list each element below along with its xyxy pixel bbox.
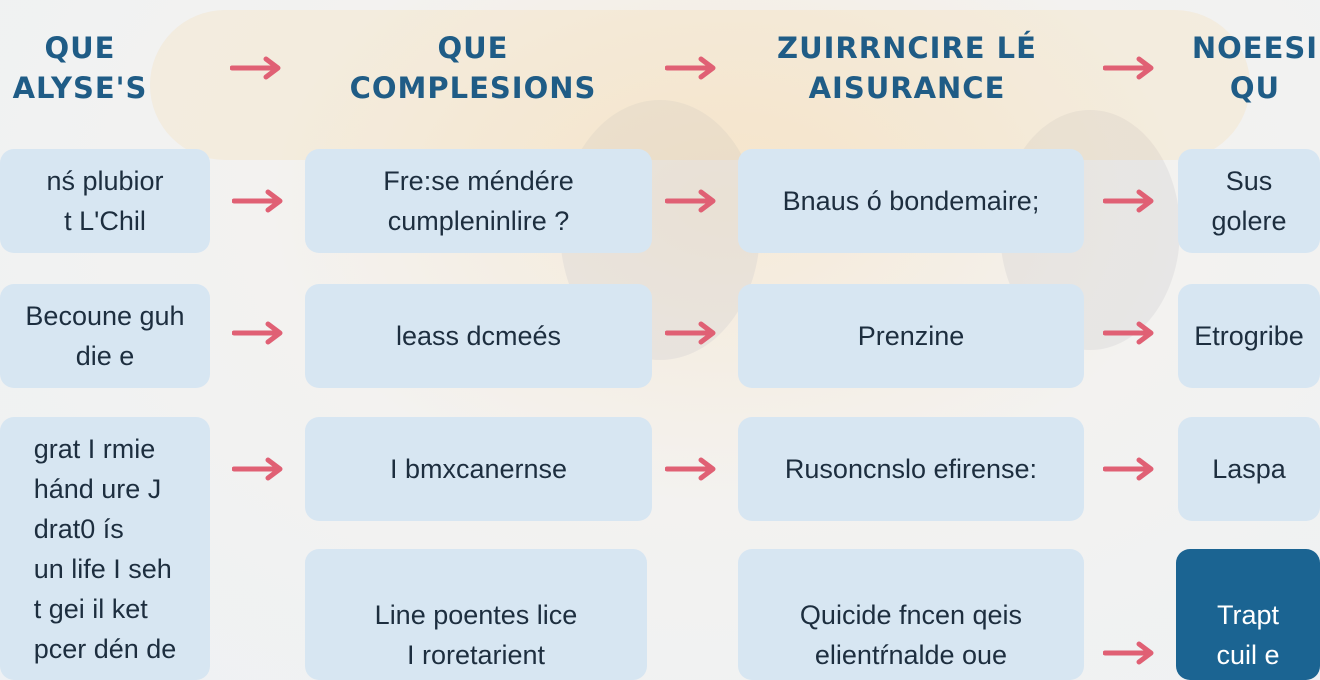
step-box-r2-c3: Prenzine [738, 284, 1084, 388]
step-box-r3-c1: grat I rmie hánd ure J drat0 ís un life … [0, 417, 210, 680]
step-box-r1-c2: Fre:se méndére cumpleninlire ? [305, 149, 652, 253]
step-box-r4-c2: Line poentes lice I roretarient [305, 549, 647, 680]
step-box-r3-c3: Rusoncnslo efirense: [738, 417, 1084, 521]
column-header-2: QUE COMPLESIONS [253, 28, 693, 108]
step-box-r2-c2: leass dcmeés [305, 284, 652, 388]
step-box-r3-c4: Laspa [1178, 417, 1320, 521]
step-box-r2-c1: Becoune guh die e [0, 284, 210, 388]
column-header-4: NOEESI QU [1190, 28, 1320, 108]
arrow-right-icon [664, 321, 719, 345]
arrow-right-icon [1102, 457, 1157, 481]
header-line: ALYSE'S [12, 71, 148, 105]
header-line: ZUIRRNCIRE LÉ [777, 31, 1037, 65]
step-box-r3-c2: I bmxcanernse [305, 417, 652, 521]
arrow-right-icon [664, 189, 719, 213]
arrow-right-icon [231, 457, 286, 481]
step-box-r4-c3: Quicide fncen qeis elientŕnalde oue [738, 549, 1084, 680]
header-line: NOEESI [1191, 31, 1319, 65]
background-car-body [150, 10, 1250, 160]
step-box-r2-c4: Etrogribe [1178, 284, 1320, 388]
step-box-r4-c4-highlight: Trapt cuil e [1176, 549, 1320, 680]
header-line: QUE [437, 31, 509, 65]
arrow-right-icon [1102, 641, 1157, 665]
arrow-right-icon [664, 457, 719, 481]
arrow-right-icon [1102, 321, 1157, 345]
header-line: QUE [44, 31, 116, 65]
column-header-3: ZUIRRNCIRE LÉ AISURANCE [687, 28, 1127, 108]
header-line: AISURANCE [808, 71, 1006, 105]
header-line: COMPLESIONS [349, 71, 597, 105]
arrow-right-icon [664, 56, 719, 80]
step-box-r1-c3: Bnaus ó bondemaire; [738, 149, 1084, 253]
arrow-right-icon [1102, 56, 1157, 80]
arrow-right-icon [1102, 189, 1157, 213]
arrow-right-icon [229, 56, 284, 80]
header-line: QU [1229, 71, 1281, 105]
step-box-r1-c4: Sus golere [1178, 149, 1320, 253]
arrow-right-icon [231, 321, 286, 345]
column-header-1: QUE ALYSE'S [0, 28, 160, 108]
step-box-r1-c1: nś plubior t L'Chil [0, 149, 210, 253]
arrow-right-icon [231, 189, 286, 213]
